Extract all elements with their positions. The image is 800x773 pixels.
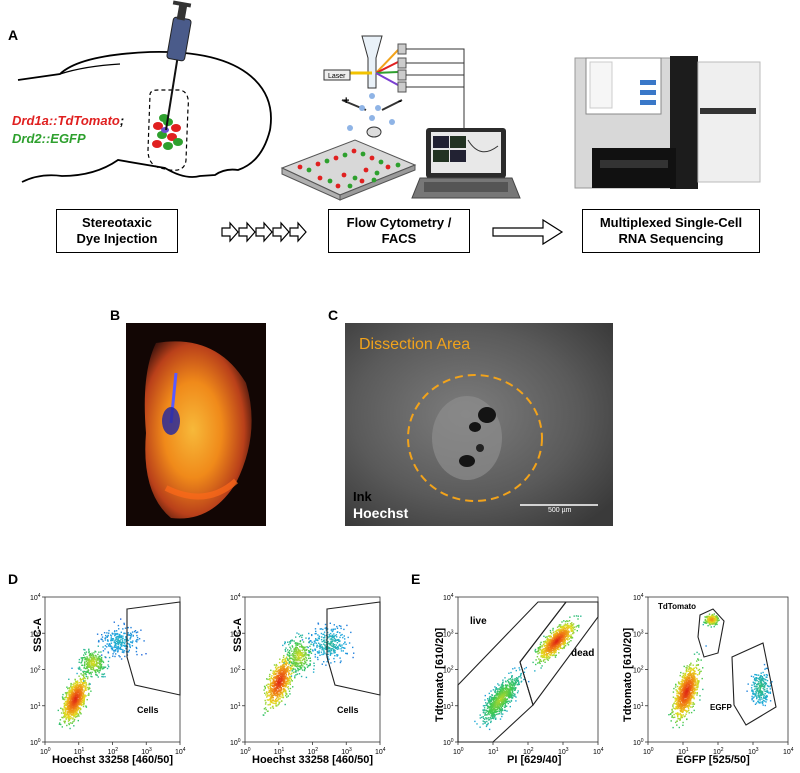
y-tick-label: 104: [30, 593, 41, 602]
y-tick-label: 104: [230, 593, 241, 602]
step-rna-sequencing: Multiplexed Single-Cell RNA Sequencing: [582, 209, 760, 253]
process-arrows: [221, 218, 564, 246]
genotype-line-1: Drd1a::TdTomato;: [12, 113, 124, 128]
dissection-area-label: Dissection Area: [359, 336, 471, 353]
gate-outline: [697, 608, 725, 658]
x-tick-label: 100: [240, 747, 251, 756]
striatum-dashed-outline: [147, 89, 189, 171]
x-tick-label: 101: [74, 747, 85, 756]
x-tick-label: 100: [40, 747, 51, 756]
step-flow-cytometry: Flow Cytometry / FACS: [328, 209, 470, 253]
syringe-icon: [165, 0, 192, 131]
genotype-separator: ;: [119, 113, 125, 128]
d2-gate-cells: Cells: [337, 705, 359, 715]
x-tick-label: 103: [748, 747, 759, 756]
x-tick-label: 104: [783, 747, 794, 756]
panel-c-letter: C: [328, 307, 339, 323]
gate-outline: [126, 601, 181, 696]
d1-xlabel: Hoechst 33258 [460/50]: [52, 754, 174, 766]
y-tick-label: 100: [30, 738, 41, 747]
x-tick-label: 104: [593, 747, 604, 756]
x-tick-label: 102: [308, 747, 319, 756]
e2-ylabel: Tdtomato [610/20]: [622, 627, 634, 722]
e2-gate-tdtomato: TdTomato: [658, 602, 697, 611]
y-tick-label: 101: [30, 702, 41, 711]
x-tick-label: 103: [558, 747, 569, 756]
y-tick-label: 103: [633, 629, 644, 638]
flow-cytometer-schematic: [323, 35, 465, 155]
y-tick-label: 100: [633, 738, 644, 747]
y-tick-label: 102: [633, 666, 644, 675]
y-tick-label: 102: [443, 666, 454, 675]
y-tick-label: 104: [633, 593, 644, 602]
x-tick-label: 100: [643, 747, 654, 756]
y-tick-label: 101: [230, 702, 241, 711]
y-tick-label: 101: [633, 702, 644, 711]
gate-outline: [731, 642, 777, 726]
step-stereotaxic-injection: Stereotaxic Dye Injection: [56, 209, 178, 253]
ink-label: Ink: [353, 489, 372, 504]
y-tick-label: 103: [230, 629, 241, 638]
panel-a-graphics: Laser + -: [17, 0, 761, 246]
y-tick-label: 102: [30, 666, 41, 675]
gate-outline: [519, 601, 599, 707]
d1-ylabel: SSC-A: [32, 617, 44, 652]
scale-bar-label: 500 µm: [548, 507, 572, 514]
y-tick-label: 102: [230, 666, 241, 675]
laser-label: Laser: [328, 73, 346, 80]
e1-xlabel: PI [629/40]: [507, 754, 562, 766]
laptop-icon: [411, 128, 521, 199]
drd2-label: Drd2::EGFP: [12, 131, 86, 146]
e2-xlabel: EGFP [525/50]: [676, 754, 750, 766]
panel-a-letter: A: [8, 27, 19, 43]
x-tick-label: 104: [375, 747, 386, 756]
x-tick-label: 103: [141, 747, 152, 756]
well-plate-icon: [280, 139, 417, 201]
y-tick-label: 100: [230, 738, 241, 747]
minus-sign: -: [398, 95, 402, 107]
sequencer-machine-icon: [574, 56, 761, 189]
plus-sign: +: [343, 95, 349, 107]
x-tick-label: 102: [108, 747, 119, 756]
d2-xlabel: Hoechst 33258 [460/50]: [252, 754, 374, 766]
panel-b-letter: B: [110, 307, 121, 323]
e1-ylabel: Tdtomato [610/20]: [434, 627, 446, 722]
x-tick-label: 101: [274, 747, 285, 756]
dissection-micrograph: [345, 323, 613, 526]
e1-gate-live: live: [470, 616, 487, 627]
dissection-area-circle: [407, 374, 543, 502]
x-tick-label: 102: [713, 747, 724, 756]
y-tick-label: 104: [443, 593, 454, 602]
x-tick-label: 103: [341, 747, 352, 756]
x-tick-label: 102: [523, 747, 534, 756]
d2-ylabel: SSC-A: [232, 617, 244, 652]
brain-outline: [17, 51, 272, 183]
e2-gate-egfp: EGFP: [710, 703, 732, 712]
y-tick-label: 101: [443, 702, 454, 711]
panel-d-letter: D: [8, 571, 19, 587]
y-tick-label: 103: [30, 629, 41, 638]
y-tick-label: 100: [443, 738, 454, 747]
labeled-cells: [152, 114, 183, 150]
panel-e-letter: E: [411, 571, 421, 587]
brain-slice-photo: [126, 323, 266, 526]
x-tick-label: 100: [453, 747, 464, 756]
hoechst-label: Hoechst: [353, 505, 409, 521]
e1-gate-dead: dead: [571, 648, 595, 659]
x-tick-label: 104: [175, 747, 186, 756]
x-tick-label: 101: [678, 747, 689, 756]
facs-plots: 1001001011011021021031031041041001001011…: [30, 593, 794, 756]
d1-gate-cells: Cells: [137, 705, 159, 715]
gate-outline: [326, 601, 381, 696]
x-tick-label: 101: [488, 747, 499, 756]
drd1a-label: Drd1a::TdTomato: [12, 113, 120, 128]
y-tick-label: 103: [443, 629, 454, 638]
